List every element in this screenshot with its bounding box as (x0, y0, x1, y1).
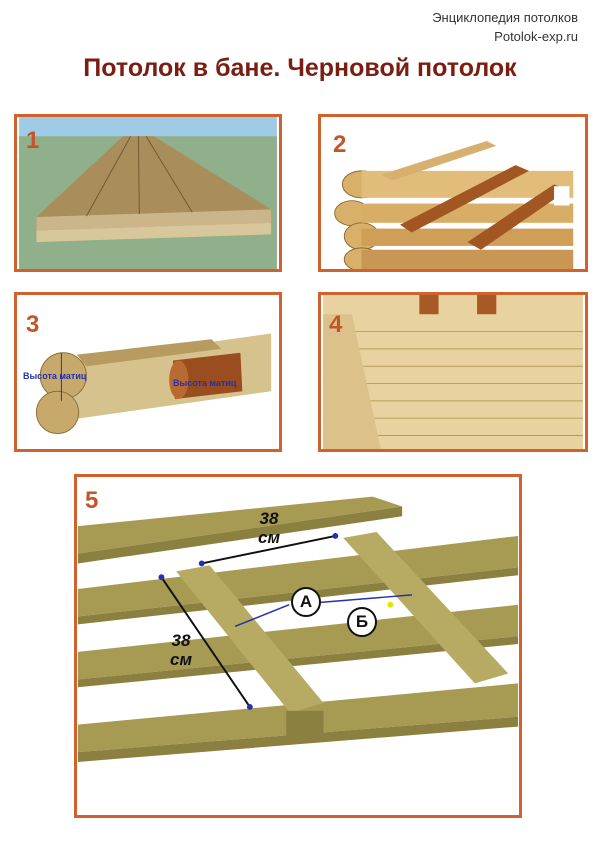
panel-4-ceiling-boards: 4 (318, 292, 588, 452)
site-url[interactable]: Potolok-exp.ru (494, 29, 578, 44)
panel-1-floor-boards: 1 (14, 114, 282, 272)
dimension-top-unit: см (247, 528, 291, 547)
panel-number-4: 4 (329, 311, 342, 339)
dimension-top: 38 см (247, 509, 291, 547)
site-name: Энциклопедия потолков (432, 10, 578, 25)
dimension-left-unit: см (159, 650, 203, 669)
marker-b: Б (347, 607, 377, 637)
panel-number-1: 1 (26, 127, 39, 155)
panel-number-2: 2 (333, 131, 346, 159)
log-beams-illustration (321, 117, 585, 269)
matrix-height-label-right: Высота матиц (173, 378, 236, 388)
frame-spacing-illustration (77, 477, 519, 815)
ceiling-boards-illustration (321, 295, 585, 449)
panel-5-frame-spacing: 5 38 см 38 см А Б (74, 474, 522, 818)
matrix-height-label-left: Высота матиц (23, 371, 86, 381)
dimension-left: 38 см (159, 631, 203, 669)
dimension-top-value: 38 (247, 509, 291, 528)
floor-boards-illustration (17, 117, 279, 269)
panel-number-3: 3 (26, 311, 39, 339)
panel-3-matrix-height: 3 Высота матиц Высота матиц (14, 292, 282, 452)
page-title: Потолок в бане. Черновой потолок (0, 54, 600, 83)
panel-2-log-beams: 2 (318, 114, 588, 272)
dimension-left-value: 38 (159, 631, 203, 650)
panel-number-5: 5 (85, 487, 98, 515)
marker-a: А (291, 587, 321, 617)
